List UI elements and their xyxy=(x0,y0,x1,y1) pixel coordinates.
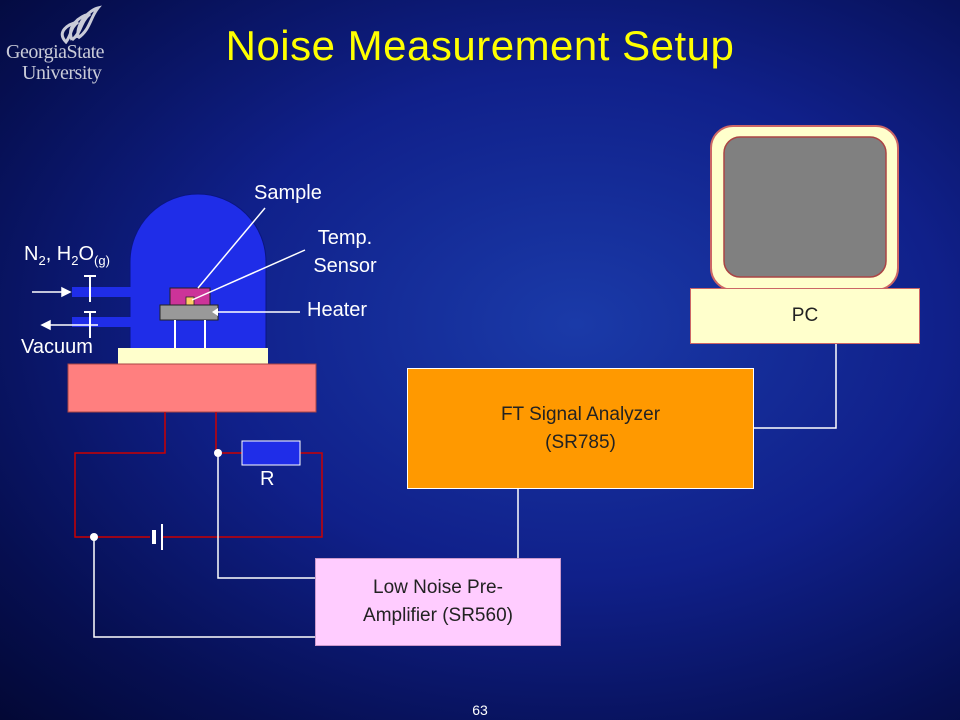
heater-block xyxy=(159,304,219,321)
vacuum-chamber-dome xyxy=(129,193,267,351)
pc-box: PC xyxy=(690,288,920,344)
bias-circuit-wires xyxy=(74,412,323,538)
ft-signal-analyzer-box: FT Signal Analyzer (SR785) xyxy=(407,368,754,489)
logo-line-2: University xyxy=(22,62,102,84)
vacuum-outlet-tube xyxy=(72,317,146,327)
resistor-label: R xyxy=(260,468,275,490)
analyzer-label-line2: (SR785) xyxy=(545,431,616,453)
slide-title: Noise Measurement Setup xyxy=(225,22,735,69)
inlet-valve-icon xyxy=(84,275,96,302)
preamp-label-line2: Amplifier (SR560) xyxy=(363,605,513,626)
heater-label: Heater xyxy=(307,299,368,321)
outflow-arrowhead-icon xyxy=(40,319,51,331)
resistor xyxy=(241,440,301,466)
logo-text: GeorgiaState University xyxy=(6,42,118,84)
university-logo: GeorgiaState University xyxy=(6,4,116,92)
chamber-base-plate xyxy=(118,348,268,364)
vacuum-label: Vacuum xyxy=(21,336,93,358)
gas-inlet-label: N2, H2O(g) xyxy=(24,243,110,268)
gas-inlet-tube xyxy=(72,287,146,297)
temp-sensor-label-line2: Sensor xyxy=(313,255,377,277)
heater-arrowhead-icon xyxy=(212,308,218,316)
junction-dot-lower xyxy=(90,533,98,541)
monitor-screen xyxy=(723,136,887,278)
logo-line-1: GeorgiaState xyxy=(6,41,105,63)
signal-wires xyxy=(93,344,837,638)
pc-label: PC xyxy=(791,305,819,326)
preamplifier-box: Low Noise Pre- Amplifier (SR560) xyxy=(315,558,561,646)
temp-sensor-pointer xyxy=(191,249,306,301)
page-number: 63 xyxy=(472,702,488,718)
temp-sensor-label-line1: Temp. xyxy=(317,227,373,249)
preamp-label-line1: Low Noise Pre- xyxy=(373,577,503,598)
sample-pointer xyxy=(197,207,266,289)
chamber-base xyxy=(67,363,317,413)
junction-dot-upper xyxy=(214,449,222,457)
temp-sensor-label: Temp. Sensor xyxy=(305,224,385,280)
sample-label: Sample xyxy=(254,182,322,204)
flame-icon xyxy=(60,5,102,44)
inflow-arrowhead-icon xyxy=(61,286,72,298)
temp-sensor-chip xyxy=(185,296,195,306)
analyzer-label-line1: FT Signal Analyzer xyxy=(500,403,661,425)
